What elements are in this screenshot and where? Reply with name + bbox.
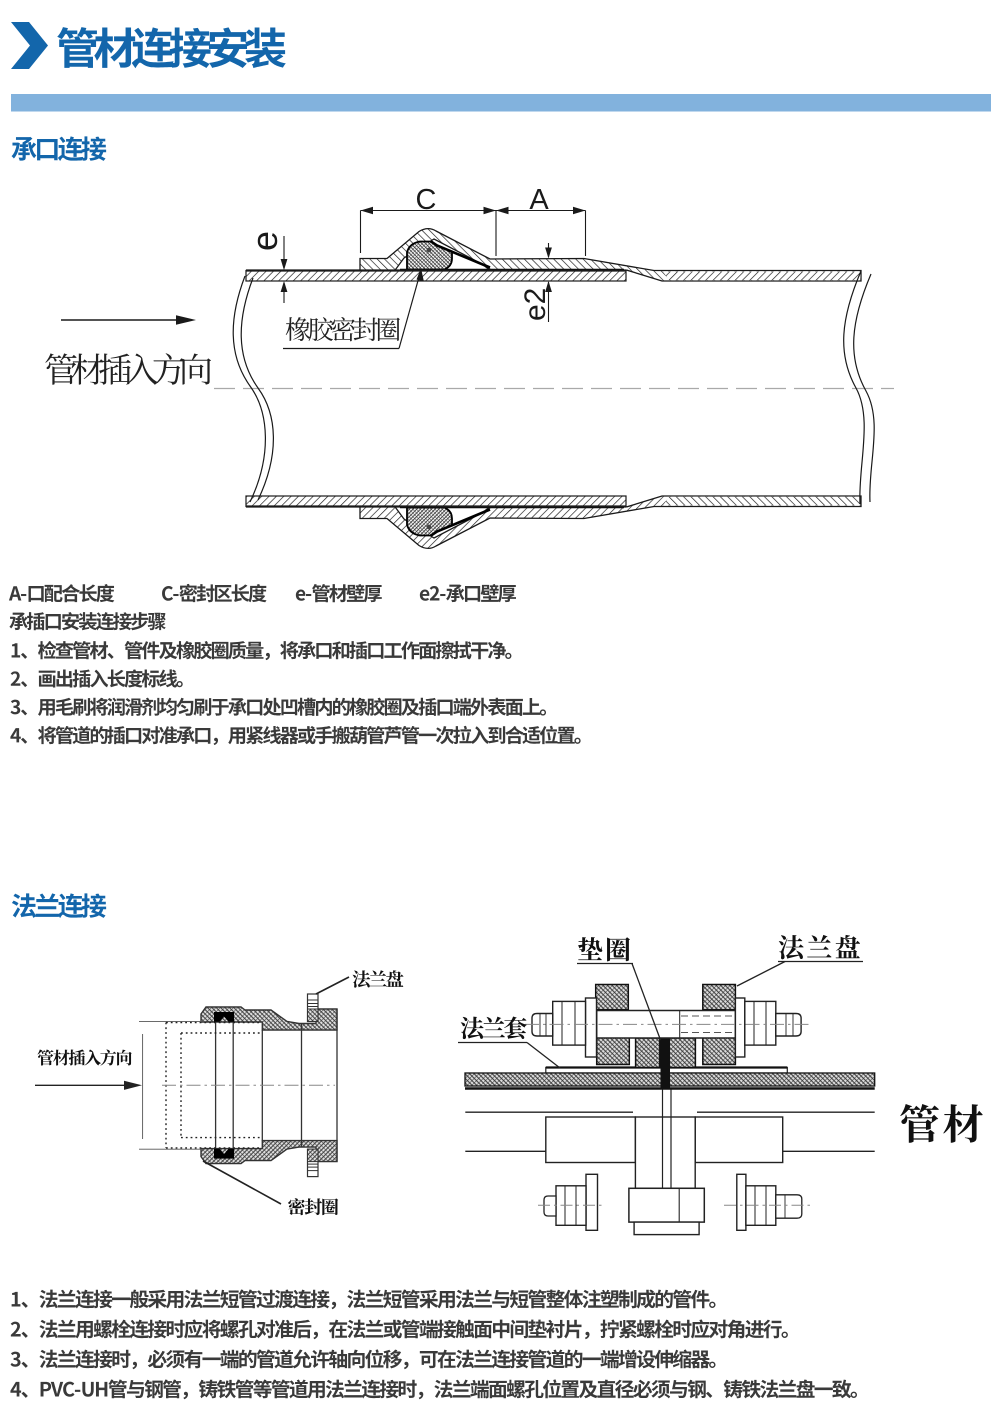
svg-text:e: e xyxy=(244,231,285,251)
svg-text:A: A xyxy=(529,184,549,216)
svg-text:C: C xyxy=(416,184,437,216)
svg-text:e2: e2 xyxy=(519,288,552,321)
